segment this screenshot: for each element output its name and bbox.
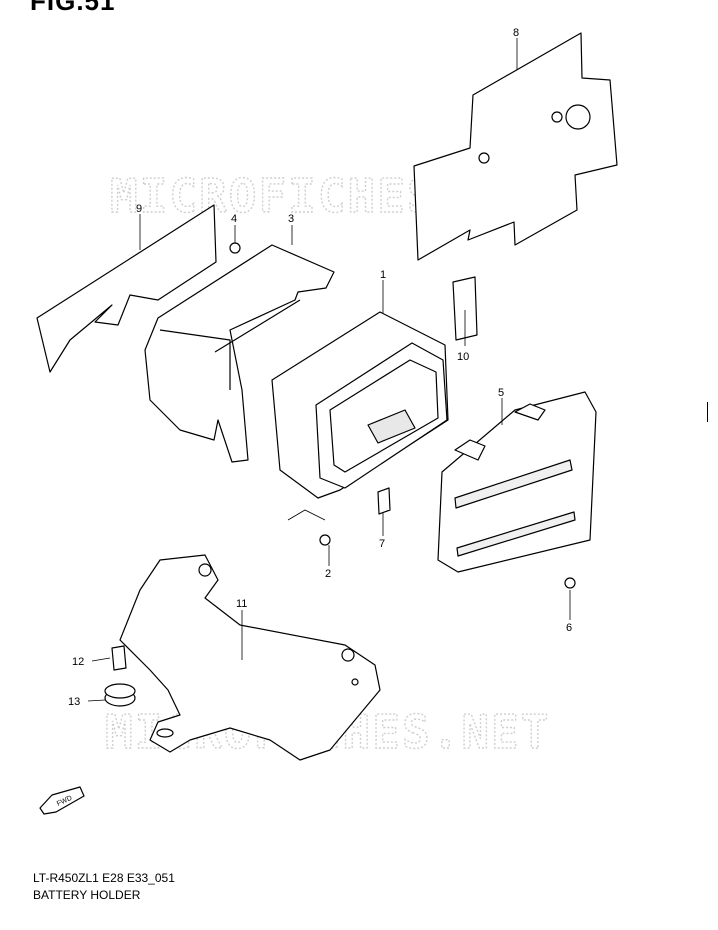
callout-4: 4 bbox=[231, 213, 237, 225]
part-8-hole-large bbox=[565, 104, 591, 130]
diagram-subtitle: BATTERY HOLDER bbox=[33, 888, 141, 902]
part-6-screw bbox=[564, 577, 576, 589]
part-1-box-window bbox=[367, 409, 416, 444]
callout-12: 12 bbox=[72, 656, 84, 668]
part-8-hole-small bbox=[551, 111, 563, 123]
part-11-bracket bbox=[119, 554, 381, 761]
part-12-bolt bbox=[111, 645, 127, 671]
part-5-lid-band-1 bbox=[454, 459, 573, 509]
part-8-gasket-sheet bbox=[413, 32, 618, 261]
part-8-hole-mid bbox=[478, 152, 490, 164]
callout-8: 8 bbox=[513, 27, 519, 39]
callout-5: 5 bbox=[498, 387, 504, 399]
part-11-hole-3 bbox=[351, 678, 359, 686]
part-1-box-inner bbox=[329, 359, 439, 473]
part-5-lid-band-2 bbox=[456, 511, 576, 557]
part-3-battery-cover bbox=[144, 244, 335, 463]
part-5-lid-tab-1 bbox=[454, 439, 486, 461]
callout-9: 9 bbox=[136, 203, 142, 215]
part-10-pad bbox=[452, 276, 478, 341]
part-5-lid-tab-2 bbox=[514, 403, 546, 421]
edge-marker bbox=[707, 402, 718, 422]
callout-7: 7 bbox=[379, 538, 385, 550]
callout-10: 10 bbox=[457, 351, 469, 363]
part-9-foam-sheet bbox=[36, 204, 217, 373]
part-2-bolt bbox=[319, 534, 331, 546]
callout-2: 2 bbox=[325, 568, 331, 580]
callout-3: 3 bbox=[288, 213, 294, 225]
callout-6: 6 bbox=[566, 622, 572, 634]
part-11-hole-2 bbox=[341, 648, 355, 662]
fwd-arrow-icon bbox=[39, 786, 85, 815]
part-7-clip bbox=[377, 487, 391, 515]
callout-1: 1 bbox=[380, 269, 386, 281]
part-11-hole-4 bbox=[156, 728, 174, 738]
callout-13: 13 bbox=[68, 696, 80, 708]
model-code: LT-R450ZL1 E28 E33_051 bbox=[33, 871, 175, 885]
figure-title: FIG.51 bbox=[30, 0, 116, 16]
part-3-cover-rib bbox=[159, 299, 301, 390]
part-4-screw bbox=[229, 242, 241, 254]
part-13-damper-top bbox=[104, 683, 136, 699]
part-11-hole-1 bbox=[198, 563, 212, 577]
callout-11: 11 bbox=[236, 598, 247, 610]
